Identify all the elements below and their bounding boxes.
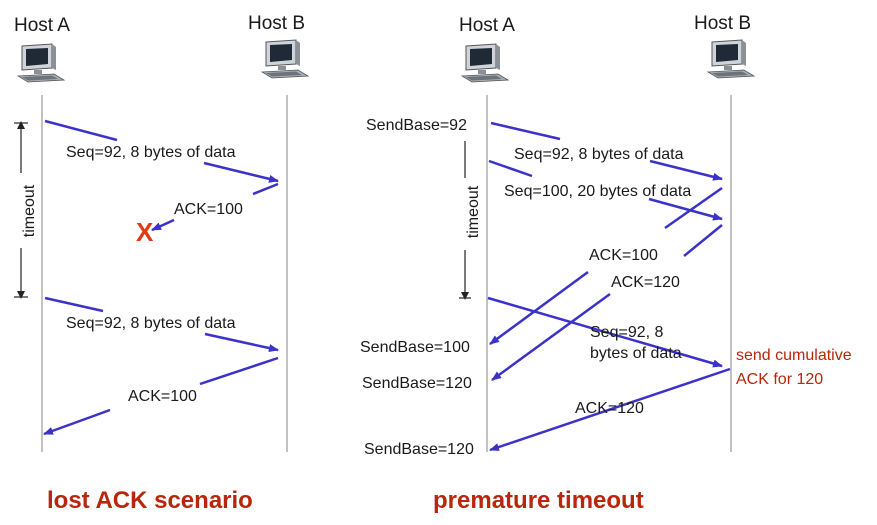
right-seq100-arrow [488,159,723,221]
lost-ack-x-mark: X [136,217,154,247]
left-ack100-delivered-label: ACK=100 [128,388,197,405]
right-retransmit-label-line1: Seq=92, 8 [590,324,664,341]
left-host-b-label: Host B [248,13,305,34]
right-ack120-label: ACK=120 [611,274,680,291]
right-seq100-label: Seq=100, 20 bytes of data [504,183,691,200]
cumulative-ack-note-line1: send cumulative [736,347,852,364]
right-ack100-arrow [489,186,723,346]
left-retransmit-label: Seq=92, 8 bytes of data [66,315,236,332]
right-retransmit-label-line2: bytes of data [590,345,682,362]
right-caption: premature timeout [433,487,644,514]
sendbase-100-label: SendBase=100 [360,339,470,356]
right-host-b-label: Host B [694,13,751,34]
right-scenario: Host A Host B timeout SendBase=92 Seq=92… [360,13,852,514]
cumulative-ack-note-line2: ACK for 120 [736,371,823,388]
left-seq92-label: Seq=92, 8 bytes of data [66,144,236,161]
right-ack100-label: ACK=100 [589,247,658,264]
left-ack100-lost-arrow [151,182,279,232]
right-timeout-bracket [459,141,471,300]
right-ack120-arrow [491,224,723,382]
left-seq92-arrow [44,119,279,183]
right-ack120-cumulative-arrow [489,367,731,452]
right-seq92-label: Seq=92, 8 bytes of data [514,146,684,163]
sendbase-120-final-label: SendBase=120 [364,441,474,458]
left-scenario: Host A Host B timeout Seq=92, 8 bytes of… [14,13,309,514]
right-seq92-arrow [490,121,723,181]
right-host-a-computer-icon [461,43,509,83]
left-host-a-computer-icon [17,43,65,83]
left-host-b-computer-icon [261,39,309,79]
right-host-a-label: Host A [459,15,515,36]
right-retransmit-arrow [487,296,723,368]
left-ack100-label: ACK=100 [174,201,243,218]
sendbase-120-label: SendBase=120 [362,375,472,392]
right-timeout-label: timeout [465,185,482,238]
right-host-b-computer-icon [707,39,755,79]
left-timeout-bracket [14,121,28,299]
left-timeout-label: timeout [21,184,38,237]
left-host-a-label: Host A [14,15,70,36]
left-caption: lost ACK scenario [47,487,253,514]
left-ack100-arrow [43,356,279,436]
sendbase-92-label: SendBase=92 [366,117,467,134]
right-ack120-cumulative-label: ACK=120 [575,400,644,417]
left-retransmit-arrow [44,296,279,352]
